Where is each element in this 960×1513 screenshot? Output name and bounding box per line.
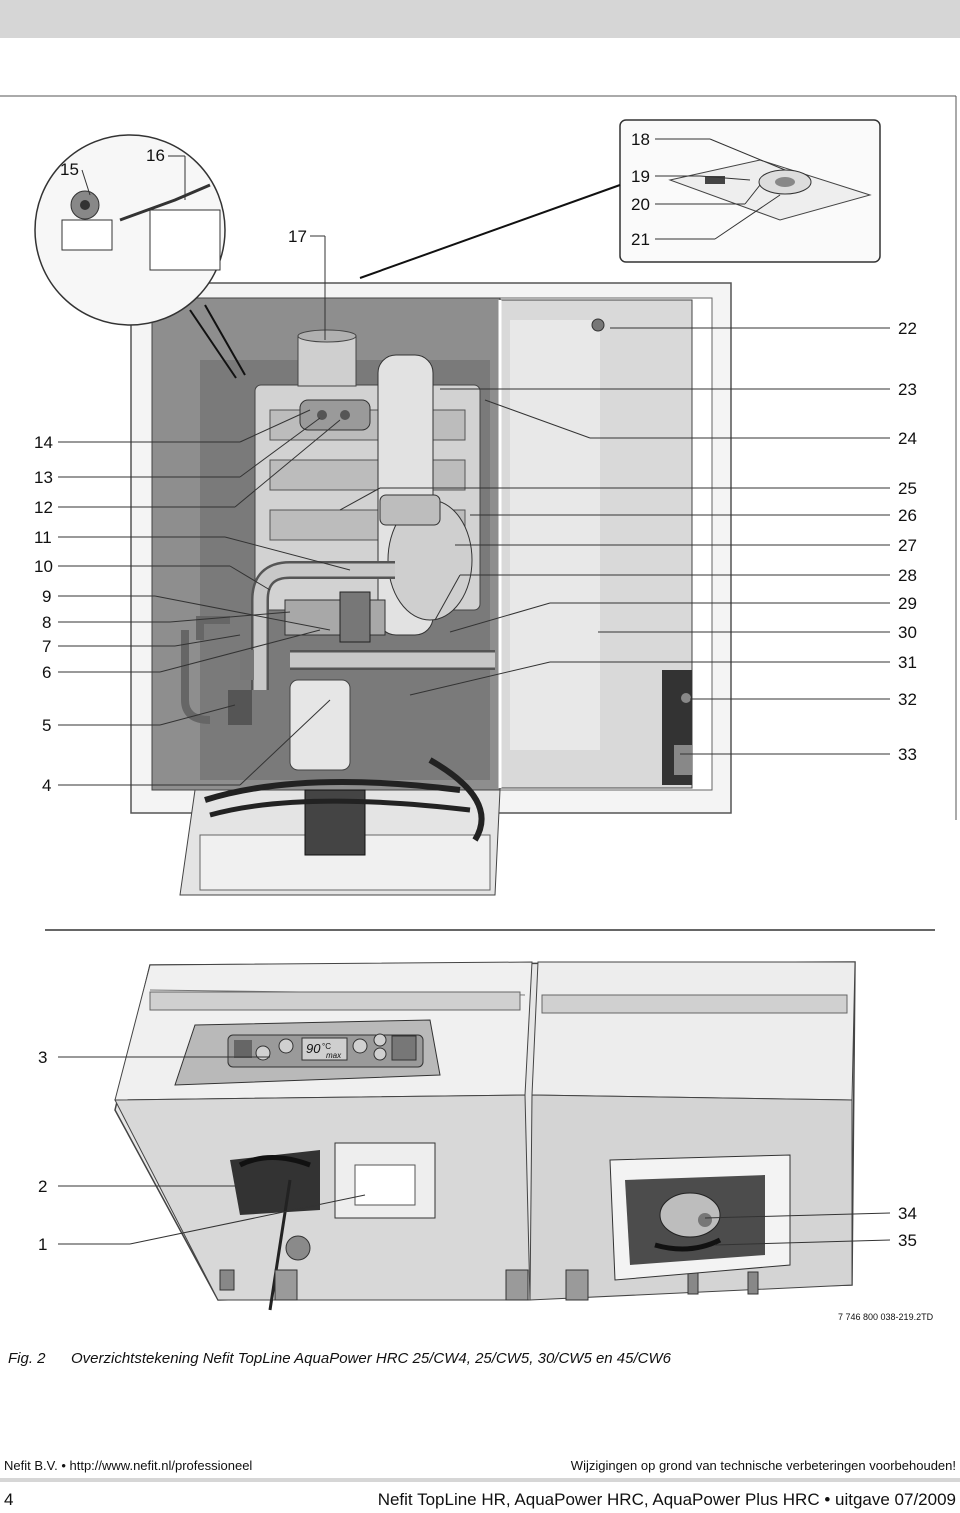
figure-caption: Fig. 2 Overzichtstekening Nefit TopLine A… xyxy=(8,1350,671,1367)
boiler-underside xyxy=(114,961,856,1311)
detail-circle xyxy=(34,134,246,379)
callout-23: 23 xyxy=(898,380,917,399)
callout-34: 34 xyxy=(898,1204,917,1223)
callout-9: 9 xyxy=(42,587,52,606)
header-band xyxy=(0,0,960,38)
boiler-interior xyxy=(130,282,732,896)
callout-6: 6 xyxy=(42,663,52,682)
footer-bar: 4 Nefit TopLine HR, AquaPower HRC, AquaP… xyxy=(4,1490,956,1510)
callout-10: 10 xyxy=(34,557,53,576)
callout-20: 20 xyxy=(631,195,650,214)
figure-title: Overzichtstekening Nefit TopLine AquaPow… xyxy=(71,1350,671,1367)
callout-24: 24 xyxy=(898,429,917,448)
leader-lines-lower xyxy=(58,1056,891,1246)
callout-31: 31 xyxy=(898,653,917,672)
footer-company: Nefit B.V. • http://www.nefit.nl/profess… xyxy=(4,1458,253,1473)
callout-1: 1 xyxy=(38,1235,48,1254)
callout-17: 17 xyxy=(288,227,307,246)
leader-lines-right xyxy=(339,138,890,755)
footer-disclaimer: Wijzigingen op grond van technische verb… xyxy=(570,1458,956,1473)
callout-29: 29 xyxy=(898,594,917,613)
callout-21: 21 xyxy=(631,230,650,249)
callout-12: 12 xyxy=(34,498,53,517)
footer-info: Nefit B.V. • http://www.nefit.nl/profess… xyxy=(4,1458,956,1473)
callout-16: 16 xyxy=(146,146,165,165)
footer-rule xyxy=(0,1478,960,1482)
callout-19: 19 xyxy=(631,167,650,186)
callout-11: 11 xyxy=(34,528,52,547)
callout-26: 26 xyxy=(898,506,917,525)
callout-27: 27 xyxy=(898,536,917,555)
callout-35: 35 xyxy=(898,1231,917,1250)
callout-15: 15 xyxy=(60,160,79,179)
leader-lines-left xyxy=(58,155,351,786)
callout-18: 18 xyxy=(631,130,650,149)
callout-3: 3 xyxy=(38,1048,48,1067)
callout-8: 8 xyxy=(42,613,52,632)
callout-5: 5 xyxy=(42,716,52,735)
callout-4: 4 xyxy=(42,776,52,795)
drawing-number: 7 746 800 038-219.2TD xyxy=(838,1312,934,1322)
callout-13: 13 xyxy=(34,468,53,487)
callout-25: 25 xyxy=(898,479,917,498)
callout-32: 32 xyxy=(898,690,917,709)
callout-14: 14 xyxy=(34,433,53,452)
panel-unit: °C xyxy=(322,1042,331,1051)
panel-mode: max xyxy=(326,1051,342,1060)
panel-temperature: 90 xyxy=(306,1041,321,1056)
figure-label: Fig. 2 xyxy=(8,1350,46,1367)
callout-7: 7 xyxy=(42,637,52,656)
callout-30: 30 xyxy=(898,623,917,642)
page-number: 4 xyxy=(4,1490,14,1509)
boiler-drawing xyxy=(0,95,957,1311)
callout-2: 2 xyxy=(38,1177,48,1196)
callout-22: 22 xyxy=(898,319,917,338)
callout-33: 33 xyxy=(898,745,917,764)
detail-box xyxy=(359,119,881,279)
document-title: Nefit TopLine HR, AquaPower HRC, AquaPow… xyxy=(377,1490,956,1509)
callout-28: 28 xyxy=(898,566,917,585)
